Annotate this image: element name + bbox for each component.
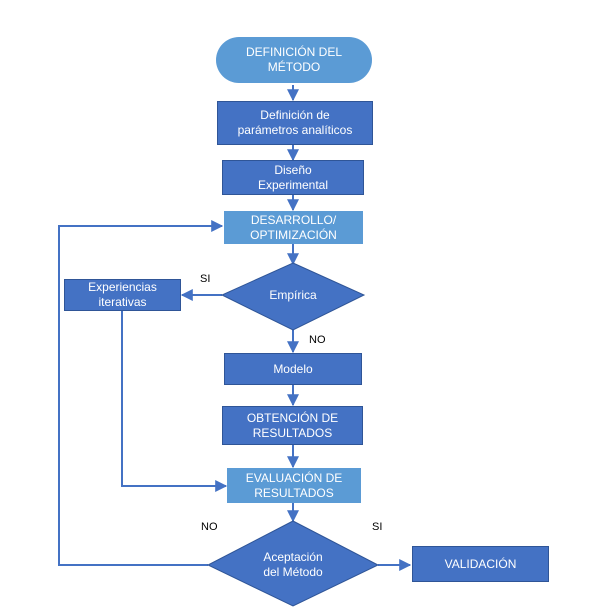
accept-decision-label: Aceptación del Método xyxy=(263,550,323,579)
accept-no-label: NO xyxy=(201,521,218,533)
params-box: Definición de parámetros analíticos xyxy=(217,101,373,145)
empirical-yes-label: SI xyxy=(200,273,211,285)
arrow-iterative-to-eval xyxy=(121,311,228,492)
arrow-accept-loop-to-dev xyxy=(58,220,224,566)
design-box: Diseño Experimental xyxy=(222,160,364,195)
start-node: DEFINICIÓN DEL MÉTODO xyxy=(216,37,372,83)
accept-decision-diamond xyxy=(206,520,380,607)
empirical-no-label: NO xyxy=(309,334,326,346)
results-box: OBTENCIÓN DE RESULTADOS xyxy=(222,406,363,445)
empirical-decision-label: Empírica xyxy=(269,287,317,302)
empirical-decision-diamond xyxy=(220,262,366,331)
model-box: Modelo xyxy=(224,353,362,385)
development-box: DESARROLLO/ OPTIMIZACIÓN xyxy=(224,211,363,244)
iterative-box: Experiencias iterativas xyxy=(64,279,181,311)
evaluation-box: EVALUACIÓN DE RESULTADOS xyxy=(227,468,361,503)
validation-box: VALIDACIÓN xyxy=(412,546,549,582)
accept-yes-label: SI xyxy=(372,521,383,533)
